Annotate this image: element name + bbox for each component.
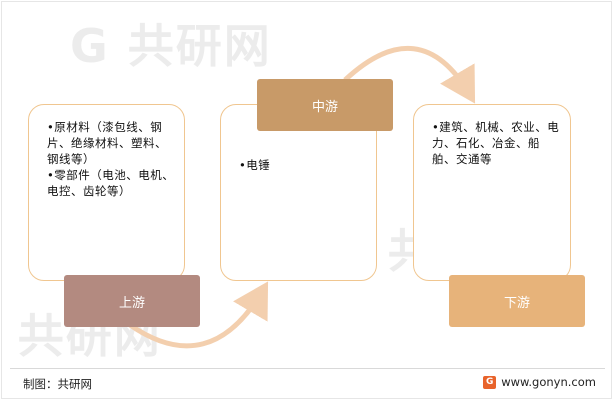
arrow-midstream-to-downstream (343, 45, 476, 104)
gonyn-logo-icon: G (483, 375, 497, 389)
upstream-item: •零部件（电池、电机、电控、齿轮等） (47, 168, 175, 198)
downstream-label: 下游 (449, 275, 585, 327)
upstream-item: •原材料（漆包线、钢片、绝缘材料、塑料、钢线等） (47, 120, 167, 166)
upstream-content: •原材料（漆包线、钢片、绝缘材料、塑料、钢线等） •零部件（电池、电机、电控、齿… (47, 119, 177, 199)
website-link[interactable]: www.gonyn.com (501, 375, 596, 389)
upstream-label: 上游 (64, 275, 200, 327)
source-credit: 制图：共研网 (23, 377, 92, 391)
footer-divider (10, 368, 605, 369)
downstream-box: •建筑、机械、农业、电力、石化、冶金、船舶、交通等 (413, 104, 571, 281)
midstream-item: •电锤 (239, 158, 271, 172)
midstream-label: 中游 (257, 79, 393, 131)
footer-brand: G www.gonyn.com (483, 375, 596, 389)
upstream-box: •原材料（漆包线、钢片、绝缘材料、塑料、钢线等） •零部件（电池、电机、电控、齿… (28, 104, 185, 281)
downstream-item: •建筑、机械、农业、电力、石化、冶金、船舶、交通等 (432, 120, 560, 166)
midstream-box: •电锤 (220, 104, 377, 281)
downstream-content: •建筑、机械、农业、电力、石化、冶金、船舶、交通等 (432, 119, 562, 167)
midstream-content: •电锤 (239, 157, 369, 173)
arrow-upstream-to-midstream (128, 281, 269, 349)
